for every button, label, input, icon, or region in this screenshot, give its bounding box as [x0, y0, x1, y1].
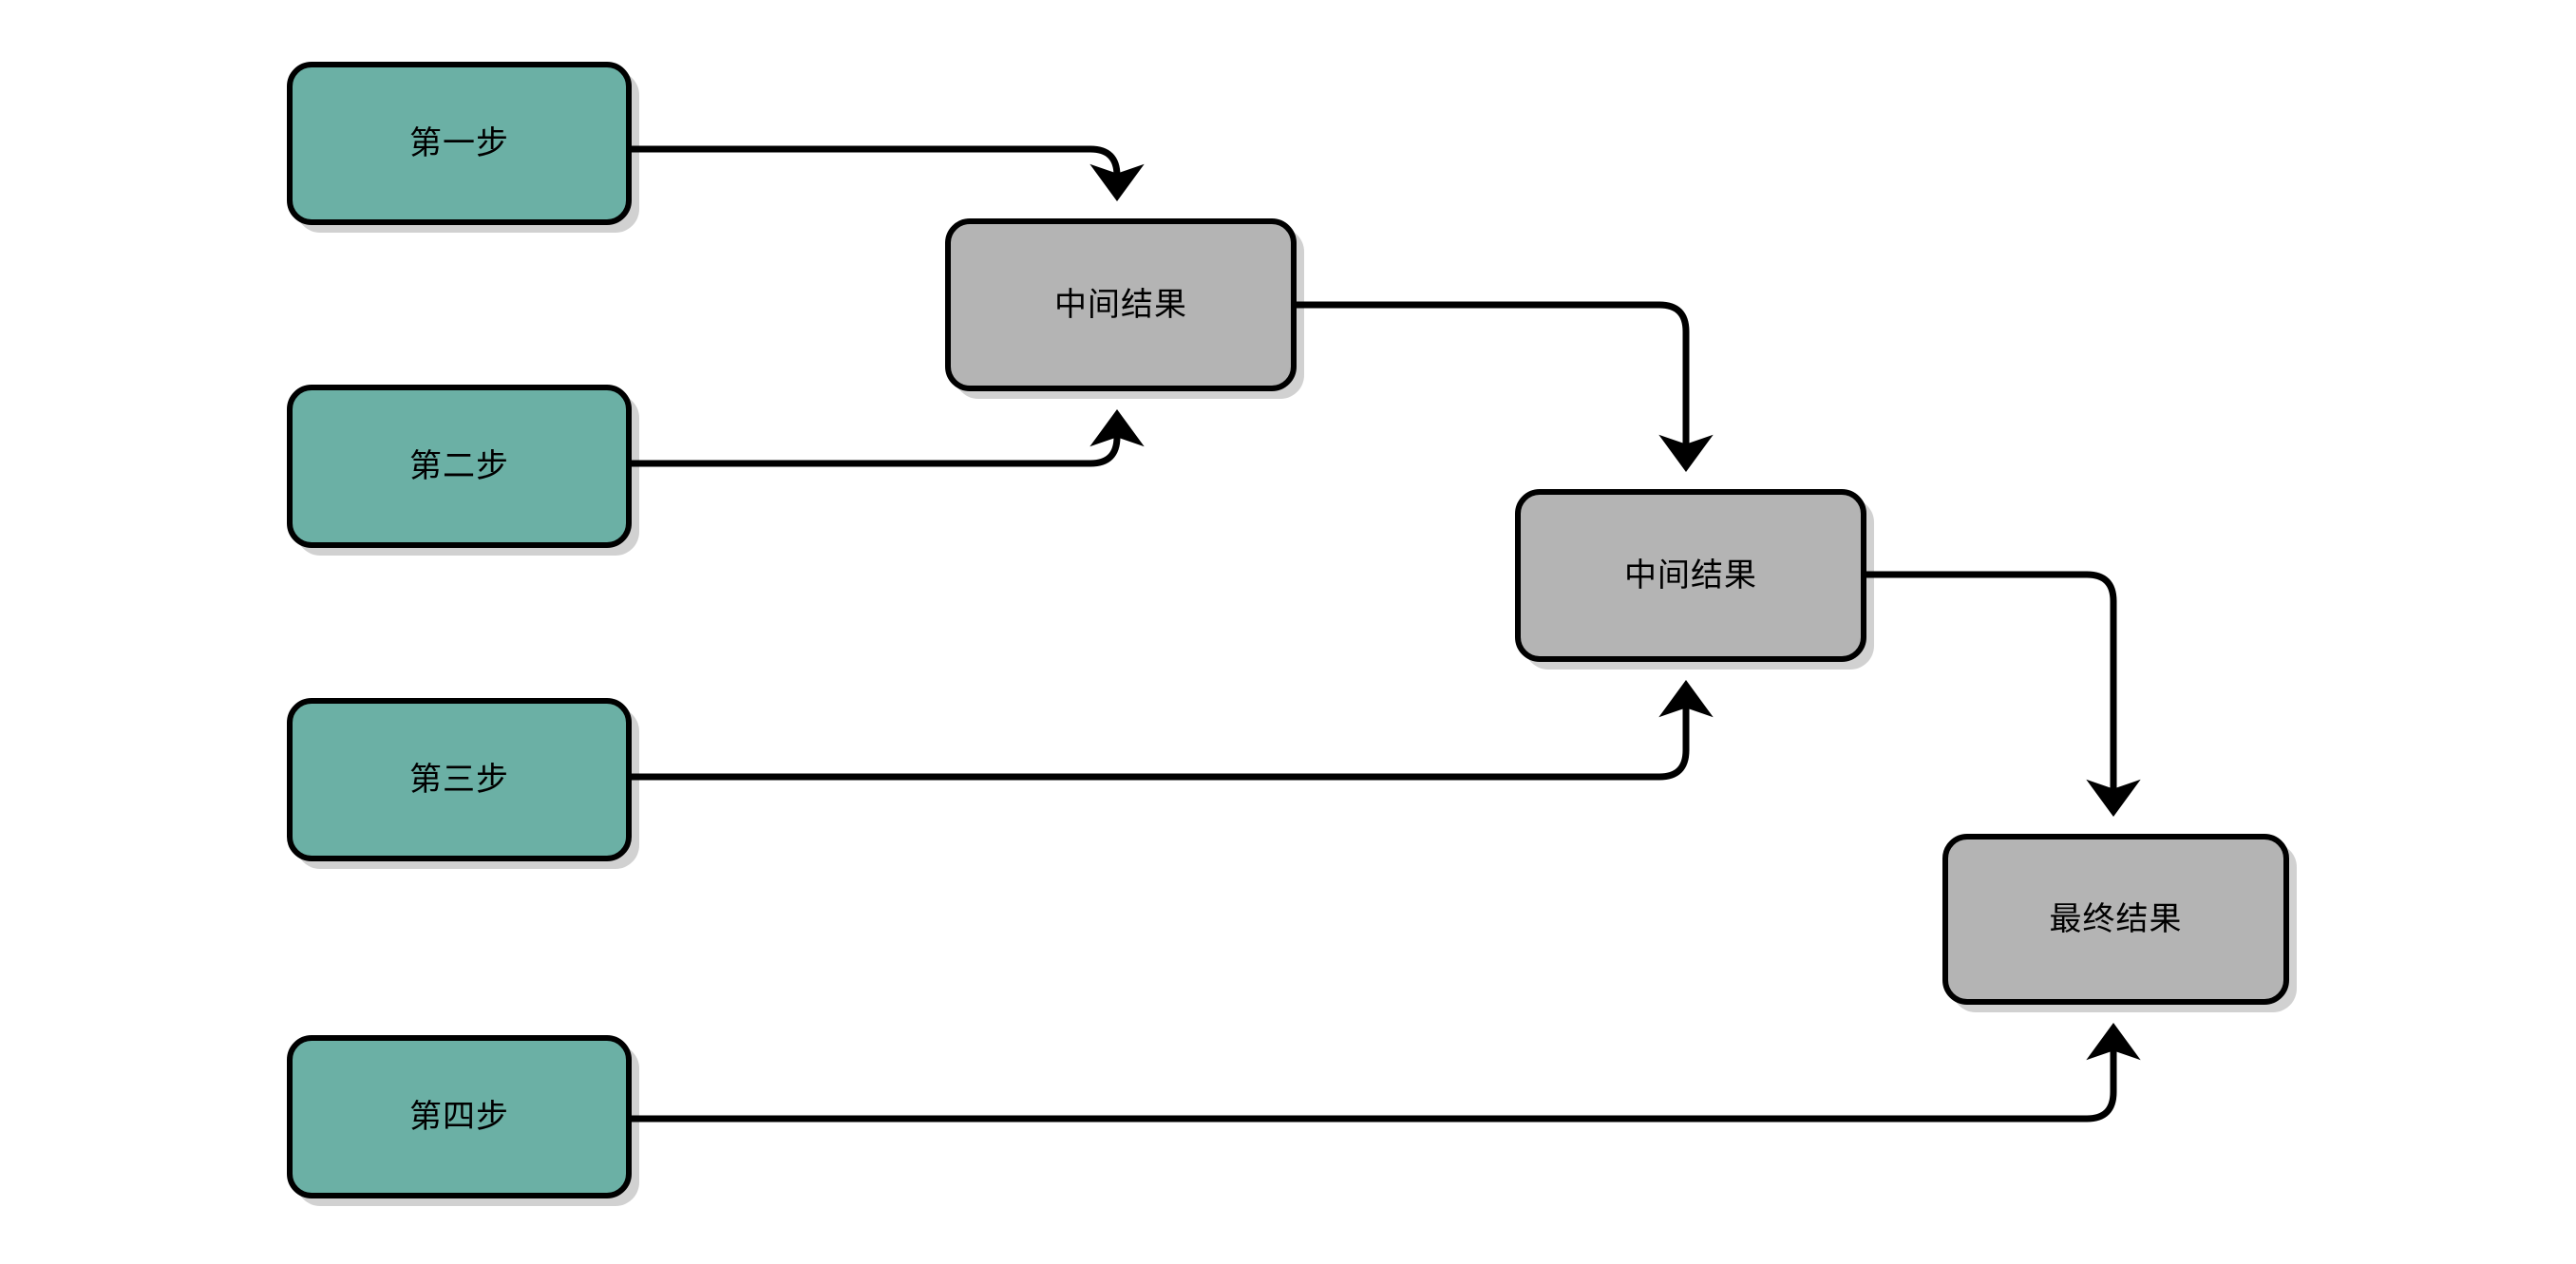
- node-label: 第三步: [409, 761, 509, 799]
- edge-step4-to-final: [632, 1022, 2141, 1123]
- edge-mid1-to-mid2: [1297, 301, 1714, 473]
- node-mid1[interactable]: 中间结果: [945, 218, 1297, 391]
- node-mid2[interactable]: 中间结果: [1515, 489, 1866, 662]
- node-label: 中间结果: [1624, 557, 1757, 594]
- node-step3[interactable]: 第三步: [287, 698, 632, 861]
- node-label: 中间结果: [1054, 286, 1187, 324]
- edge-step3-to-mid2: [632, 679, 1714, 781]
- node-step1[interactable]: 第一步: [287, 62, 632, 225]
- node-step4[interactable]: 第四步: [287, 1035, 632, 1198]
- edge-mid2-to-final: [1866, 571, 2141, 818]
- edge-step1-to-mid1: [632, 145, 1145, 202]
- node-label: 第二步: [409, 447, 509, 485]
- node-final[interactable]: 最终结果: [1942, 834, 2289, 1005]
- node-label: 最终结果: [2049, 900, 2183, 938]
- edge-step2-to-mid1: [632, 408, 1145, 467]
- node-label: 第四步: [409, 1098, 509, 1136]
- node-step2[interactable]: 第二步: [287, 385, 632, 548]
- node-label: 第一步: [409, 124, 509, 162]
